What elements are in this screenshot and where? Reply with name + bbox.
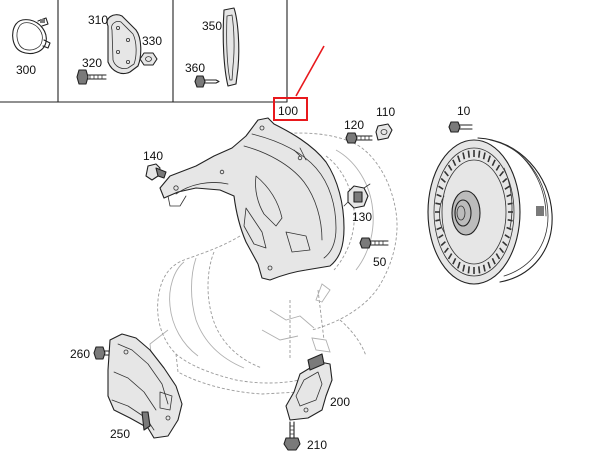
converter-tooth: [502, 241, 508, 247]
label-250: 250: [110, 427, 130, 441]
converter-tooth: [443, 170, 449, 177]
label-210: 210: [307, 438, 327, 452]
label-110: 110: [376, 105, 395, 119]
converter-tooth: [506, 226, 512, 231]
converter-tooth: [507, 219, 513, 222]
converter-tooth: [482, 264, 486, 272]
bolt-part-320[interactable]: [76, 69, 107, 85]
converter-tooth: [491, 159, 496, 167]
converter-tooth: [504, 185, 510, 190]
converter-tooth: [504, 234, 510, 239]
label-310: 310: [88, 13, 108, 27]
converter-tooth: [502, 177, 508, 183]
label-260: 260: [70, 347, 90, 361]
converter-tooth: [478, 150, 481, 158]
converter-tooth: [499, 247, 505, 254]
converter-tooth: [491, 257, 496, 265]
nut-part-330[interactable]: [139, 52, 158, 66]
converter-tooth: [478, 266, 481, 274]
bolt-part-120[interactable]: [345, 132, 373, 144]
clip-part-140[interactable]: [145, 163, 167, 181]
label-100: 100: [278, 104, 298, 118]
converter-tooth: [487, 261, 491, 269]
label-330: 330: [142, 34, 162, 48]
converter-tooth: [440, 241, 446, 247]
converter-tooth: [438, 234, 444, 239]
label-300: 300: [16, 63, 36, 77]
shield-bracket-part-250[interactable]: [107, 333, 183, 439]
nut-part-110[interactable]: [375, 123, 393, 141]
converter-tooth: [436, 226, 442, 231]
bolt-part-50[interactable]: [359, 237, 389, 249]
converter-tooth: [452, 257, 457, 265]
label-140: 140: [143, 149, 163, 163]
label-320: 320: [82, 56, 102, 70]
label-350: 350: [202, 19, 222, 33]
label-360: 360: [185, 61, 205, 75]
cover-plate-part-310[interactable]: [106, 14, 142, 75]
converter-tooth: [495, 164, 501, 171]
label-120: 120: [344, 118, 364, 132]
bell-housing-cover-part-100[interactable]: [159, 117, 345, 281]
converter-tooth: [435, 202, 441, 205]
transmission-housing: [149, 132, 398, 395]
label-130: 130: [352, 210, 372, 224]
converter-tooth: [447, 164, 453, 171]
converter-tooth: [499, 170, 505, 177]
plate-part-350[interactable]: [222, 7, 240, 87]
converter-tooth: [467, 150, 470, 158]
converter-tooth: [462, 152, 466, 160]
converter-tooth: [506, 193, 512, 198]
converter-tooth: [495, 253, 501, 260]
converter-tooth: [443, 247, 449, 254]
converter-tooth: [482, 152, 486, 160]
torque-converter[interactable]: [427, 137, 553, 285]
converter-tooth: [462, 264, 466, 272]
inset-frames: [0, 0, 288, 103]
converter-tooth: [447, 253, 453, 260]
label-10: 10: [457, 104, 471, 118]
callout-100-highlight[interactable]: [273, 45, 325, 121]
clip-part-130[interactable]: [343, 183, 371, 209]
label-50: 50: [373, 255, 387, 269]
converter-tooth: [457, 155, 461, 163]
bracket-part-200[interactable]: [285, 353, 333, 421]
converter-tooth: [440, 177, 446, 183]
converter-tooth: [487, 155, 491, 163]
converter-tooth: [436, 193, 442, 198]
converter-tooth: [435, 219, 441, 222]
converter-tooth: [452, 159, 457, 167]
label-200: 200: [330, 395, 350, 409]
converter-tooth: [438, 185, 444, 190]
clamp-ring-part-300[interactable]: [12, 17, 51, 55]
screw-part-360[interactable]: [194, 75, 220, 88]
converter-tooth: [457, 261, 461, 269]
screw-part-210[interactable]: [283, 421, 301, 451]
converter-teeth: [435, 150, 513, 274]
bolt-part-10[interactable]: [448, 121, 473, 133]
converter-tooth: [467, 266, 470, 274]
